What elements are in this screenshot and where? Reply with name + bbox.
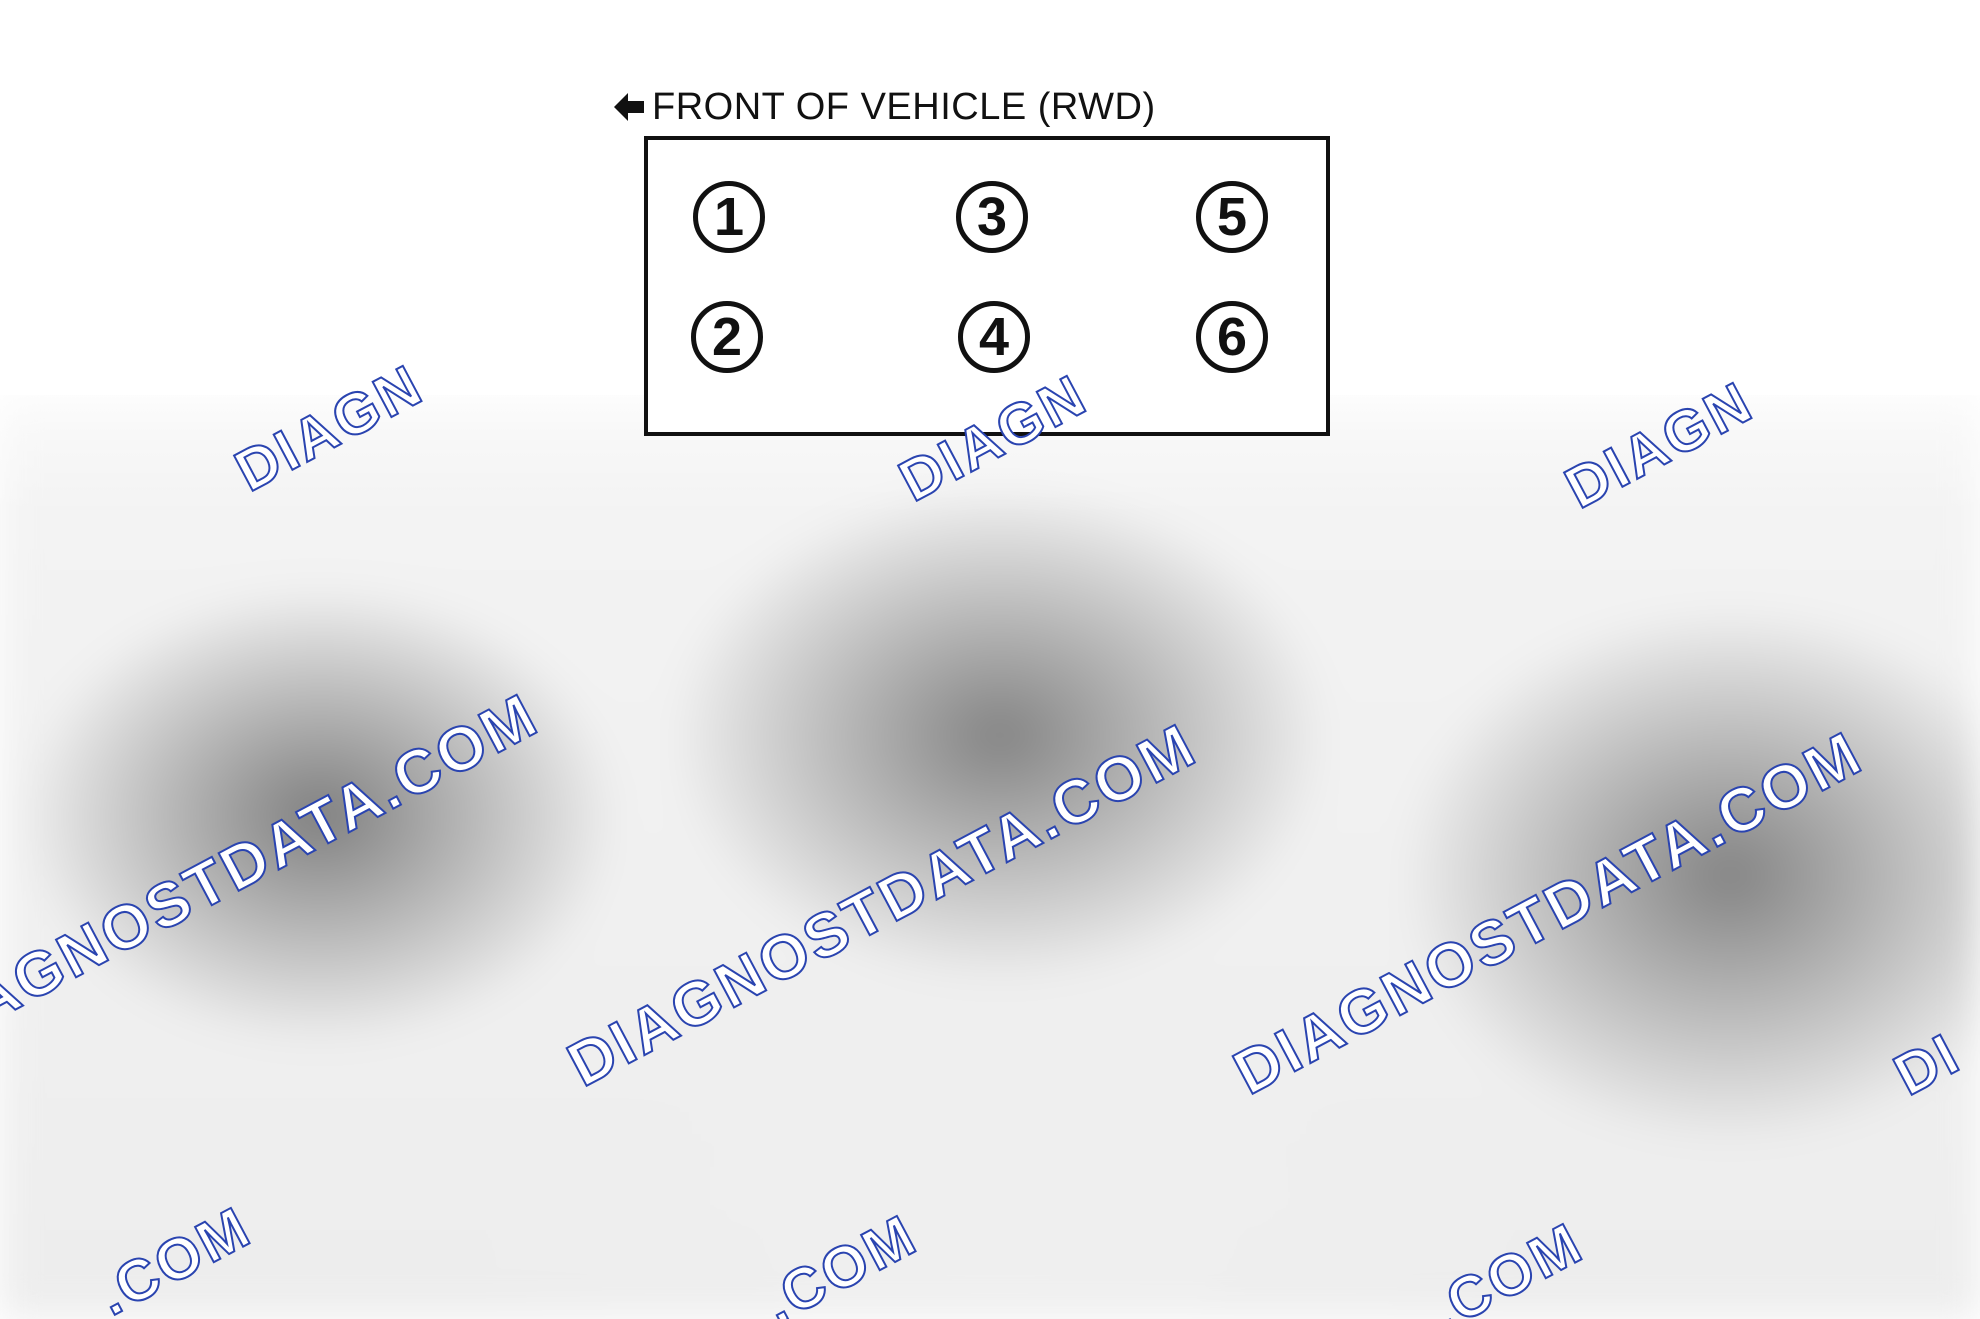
- left-arrow-icon: [612, 90, 646, 124]
- cylinder-number: 4: [979, 310, 1009, 364]
- cylinder-2: 2: [691, 301, 763, 373]
- engine-block-outline: 1 3 5 2 4 6: [644, 136, 1330, 436]
- cylinder-3: 3: [956, 181, 1028, 253]
- cylinder-number: 2: [712, 310, 742, 364]
- cylinder-4: 4: [958, 301, 1030, 373]
- cylinder-number: 3: [977, 190, 1007, 244]
- cylinder-6: 6: [1196, 301, 1268, 373]
- front-of-vehicle-label: FRONT OF VEHICLE (RWD): [612, 82, 1156, 132]
- cylinder-number: 1: [714, 190, 744, 244]
- cylinder-diagram: FRONT OF VEHICLE (RWD) 1 3 5 2 4 6: [0, 0, 1980, 395]
- cylinder-1: 1: [693, 181, 765, 253]
- cylinder-number: 6: [1217, 310, 1247, 364]
- front-label-text: FRONT OF VEHICLE (RWD): [652, 86, 1156, 129]
- cylinder-number: 5: [1217, 190, 1247, 244]
- cylinder-5: 5: [1196, 181, 1268, 253]
